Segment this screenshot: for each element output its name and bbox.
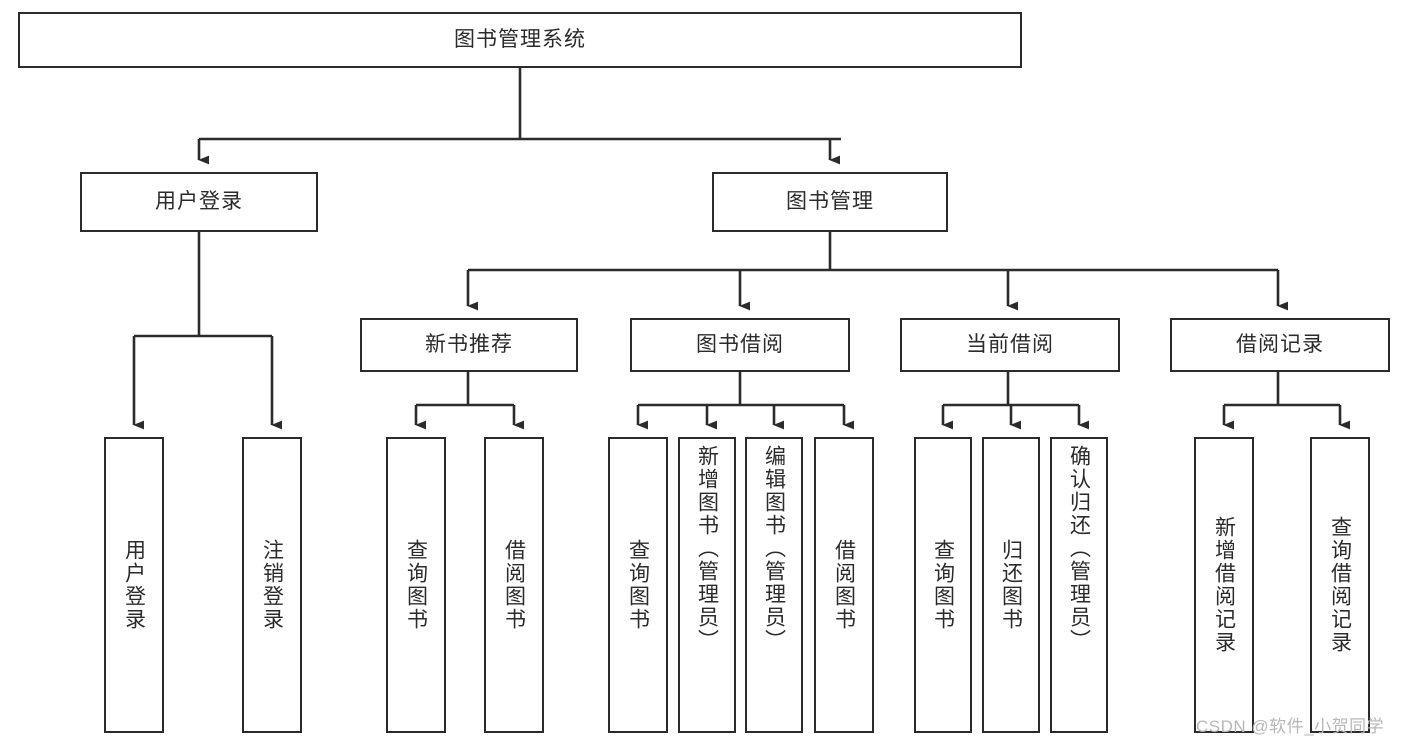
- leaf-query-book-current[interactable]: 查询图书: [914, 437, 972, 733]
- node-user-login-label: 用户登录: [155, 190, 243, 214]
- node-current-borrow[interactable]: 当前借阅: [900, 318, 1120, 372]
- leaf-query-borrow-record-label: 查询借阅记录: [1328, 516, 1352, 654]
- leaf-query-book-borrow[interactable]: 查询图书: [608, 437, 668, 733]
- leaf-add-borrow-record-label: 新增借阅记录: [1212, 516, 1236, 654]
- node-borrow-record-label: 借阅记录: [1236, 333, 1324, 357]
- node-book-borrow-label: 图书借阅: [696, 333, 784, 357]
- leaf-confirm-return-admin[interactable]: 确认归还（管理员）: [1050, 437, 1108, 733]
- node-user-login[interactable]: 用户登录: [80, 172, 318, 232]
- node-book-management-label: 图书管理: [786, 190, 874, 214]
- leaf-edit-book-admin[interactable]: 编辑图书（管理员）: [745, 437, 803, 733]
- node-root[interactable]: 图书管理系统: [18, 12, 1022, 68]
- leaf-query-book-borrow-label: 查询图书: [626, 539, 650, 631]
- leaf-query-book-newbook[interactable]: 查询图书: [386, 437, 446, 733]
- node-book-management[interactable]: 图书管理: [712, 172, 948, 232]
- leaf-confirm-return-admin-label: 确认归还（管理员）: [1067, 445, 1091, 652]
- leaf-borrow-book-label: 借阅图书: [832, 539, 856, 631]
- node-new-book-recommend-label: 新书推荐: [425, 333, 513, 357]
- node-new-book-recommend[interactable]: 新书推荐: [360, 318, 578, 372]
- leaf-query-borrow-record[interactable]: 查询借阅记录: [1310, 437, 1370, 733]
- node-current-borrow-label: 当前借阅: [966, 333, 1054, 357]
- node-book-borrow[interactable]: 图书借阅: [630, 318, 850, 372]
- leaf-user-logout-label: 注销登录: [260, 539, 284, 631]
- leaf-borrow-book[interactable]: 借阅图书: [814, 437, 874, 733]
- leaf-user-login[interactable]: 用户登录: [104, 437, 164, 733]
- leaf-query-book-current-label: 查询图书: [931, 539, 955, 631]
- node-root-label: 图书管理系统: [454, 28, 586, 52]
- leaf-add-book-admin[interactable]: 新增图书（管理员）: [678, 437, 736, 733]
- leaf-user-logout[interactable]: 注销登录: [242, 437, 302, 733]
- leaf-edit-book-admin-label: 编辑图书（管理员）: [762, 445, 786, 652]
- leaf-return-book-label: 归还图书: [999, 539, 1023, 631]
- node-borrow-record[interactable]: 借阅记录: [1170, 318, 1390, 372]
- leaf-user-login-label: 用户登录: [122, 539, 146, 631]
- leaf-borrow-book-newbook[interactable]: 借阅图书: [484, 437, 544, 733]
- leaf-borrow-book-newbook-label: 借阅图书: [502, 539, 526, 631]
- leaf-add-borrow-record[interactable]: 新增借阅记录: [1194, 437, 1254, 733]
- leaf-add-book-admin-label: 新增图书（管理员）: [695, 445, 719, 652]
- leaf-query-book-newbook-label: 查询图书: [404, 539, 428, 631]
- leaf-return-book[interactable]: 归还图书: [982, 437, 1040, 733]
